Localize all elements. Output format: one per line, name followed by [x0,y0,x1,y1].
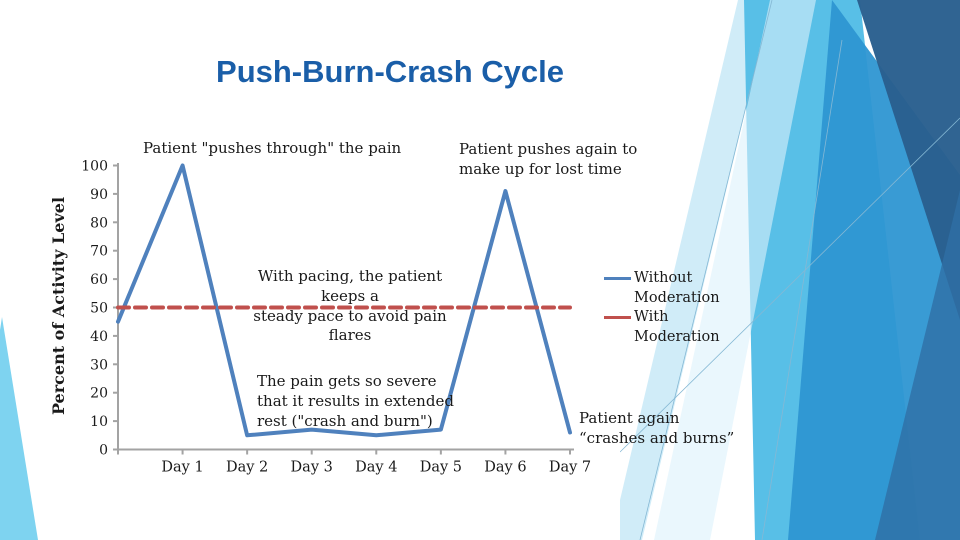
y-tick-label: 90 [90,187,108,203]
legend-line-red-icon [604,316,631,320]
chart-legend: Without Moderation With Moderation [604,269,736,348]
y-tick-label: 10 [90,414,108,430]
annotation-push-through: Patient "pushes through" the pain [143,139,402,157]
legend-item-with-moderation: With Moderation [604,308,736,347]
x-tick-label: Day 4 [355,460,397,476]
annotation-crash-again: Patient again “crashes and burns” [579,409,735,447]
x-tick-label: Day 3 [291,460,333,476]
y-tick-label: 0 [99,443,108,459]
y-tick-label: 20 [90,386,108,402]
chart-series [116,163,572,438]
y-tick-label: 50 [90,301,108,317]
x-tick-label: Day 2 [226,460,268,476]
annotation-crash-rest: The pain gets so severe that it results … [257,372,454,430]
legend-label: With Moderation [634,309,720,346]
annotation-push-again: Patient pushes again to make up for lost… [459,140,638,178]
x-tick-label: Day 1 [161,460,203,476]
y-tick-label: 30 [90,357,108,373]
y-axis-title: Percent of Activity Level [49,197,68,415]
y-tick-label: 80 [90,215,108,231]
x-tick-label: Day 6 [484,460,526,476]
legend-item-without-moderation: Without Moderation [604,269,736,308]
x-tick-label: Day 7 [549,460,591,476]
y-tick-label: 70 [90,244,108,260]
annotation-pacing: With pacing, the patient keeps a steady … [253,267,447,345]
y-tick-label: 60 [90,272,108,288]
x-tick-label: Day 5 [420,460,462,476]
slide-title: Push-Burn-Crash Cycle [216,54,564,89]
y-tick-label: 100 [81,159,108,175]
y-tick-label: 40 [90,329,108,345]
legend-label: Without Moderation [634,270,720,306]
legend-line-blue-icon [604,277,631,280]
series-line-without-moderation [116,163,572,438]
